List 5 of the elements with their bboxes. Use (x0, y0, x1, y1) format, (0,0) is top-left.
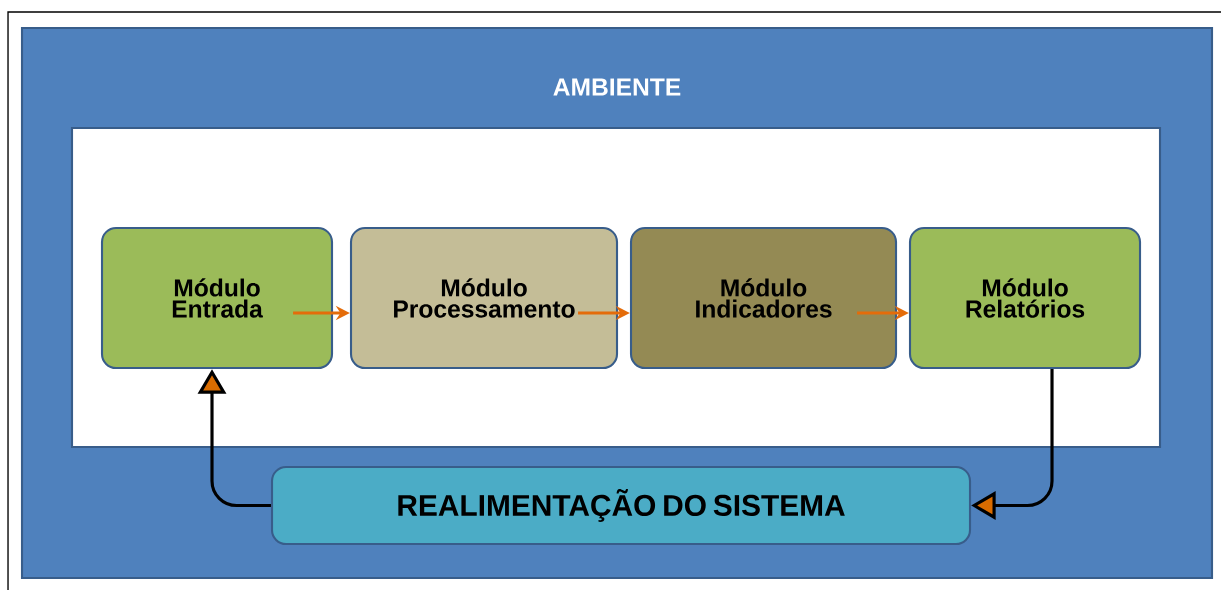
feedback-box: REALIMENTAÇÃO DO SISTEMA (270, 465, 972, 546)
module-box: Módulo Indicadores (629, 226, 898, 370)
module-box: Módulo Relatórios (908, 226, 1142, 370)
module-box: Módulo Entrada (100, 226, 334, 370)
module-box: Módulo Processamento (349, 226, 619, 370)
